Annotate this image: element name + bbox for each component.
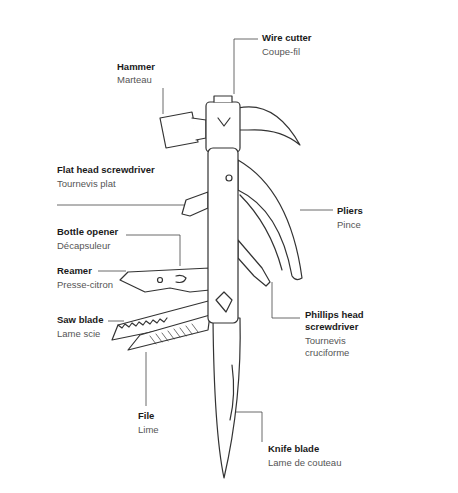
part-name-french: Tournevis plat bbox=[57, 178, 116, 190]
part-name: Reamer bbox=[57, 265, 92, 277]
part-name: Hammer bbox=[117, 61, 155, 73]
part-name: Saw blade bbox=[57, 314, 103, 326]
part-name-french: Pince bbox=[337, 219, 361, 231]
part-name: Knife blade bbox=[268, 443, 319, 455]
part-name-french: Tournevis cruciforme bbox=[305, 335, 377, 359]
part-name: Pliers bbox=[337, 205, 363, 217]
part-name-french: Décapsuleur bbox=[57, 240, 110, 252]
part-name: Phillips head screwdriver bbox=[305, 309, 377, 333]
part-name-french: Lame de couteau bbox=[268, 457, 341, 469]
part-name: File bbox=[138, 410, 154, 422]
part-name: Bottle opener bbox=[57, 226, 118, 238]
part-name-french: Presse-citron bbox=[57, 279, 113, 291]
part-name: Flat head screwdriver bbox=[57, 164, 155, 176]
part-name: Wire cutter bbox=[262, 32, 312, 44]
part-name-french: Coupe-fil bbox=[262, 46, 300, 58]
part-name-french: Lame scie bbox=[57, 328, 100, 340]
part-name-french: Marteau bbox=[117, 74, 152, 86]
part-name-french: Lime bbox=[138, 424, 159, 436]
